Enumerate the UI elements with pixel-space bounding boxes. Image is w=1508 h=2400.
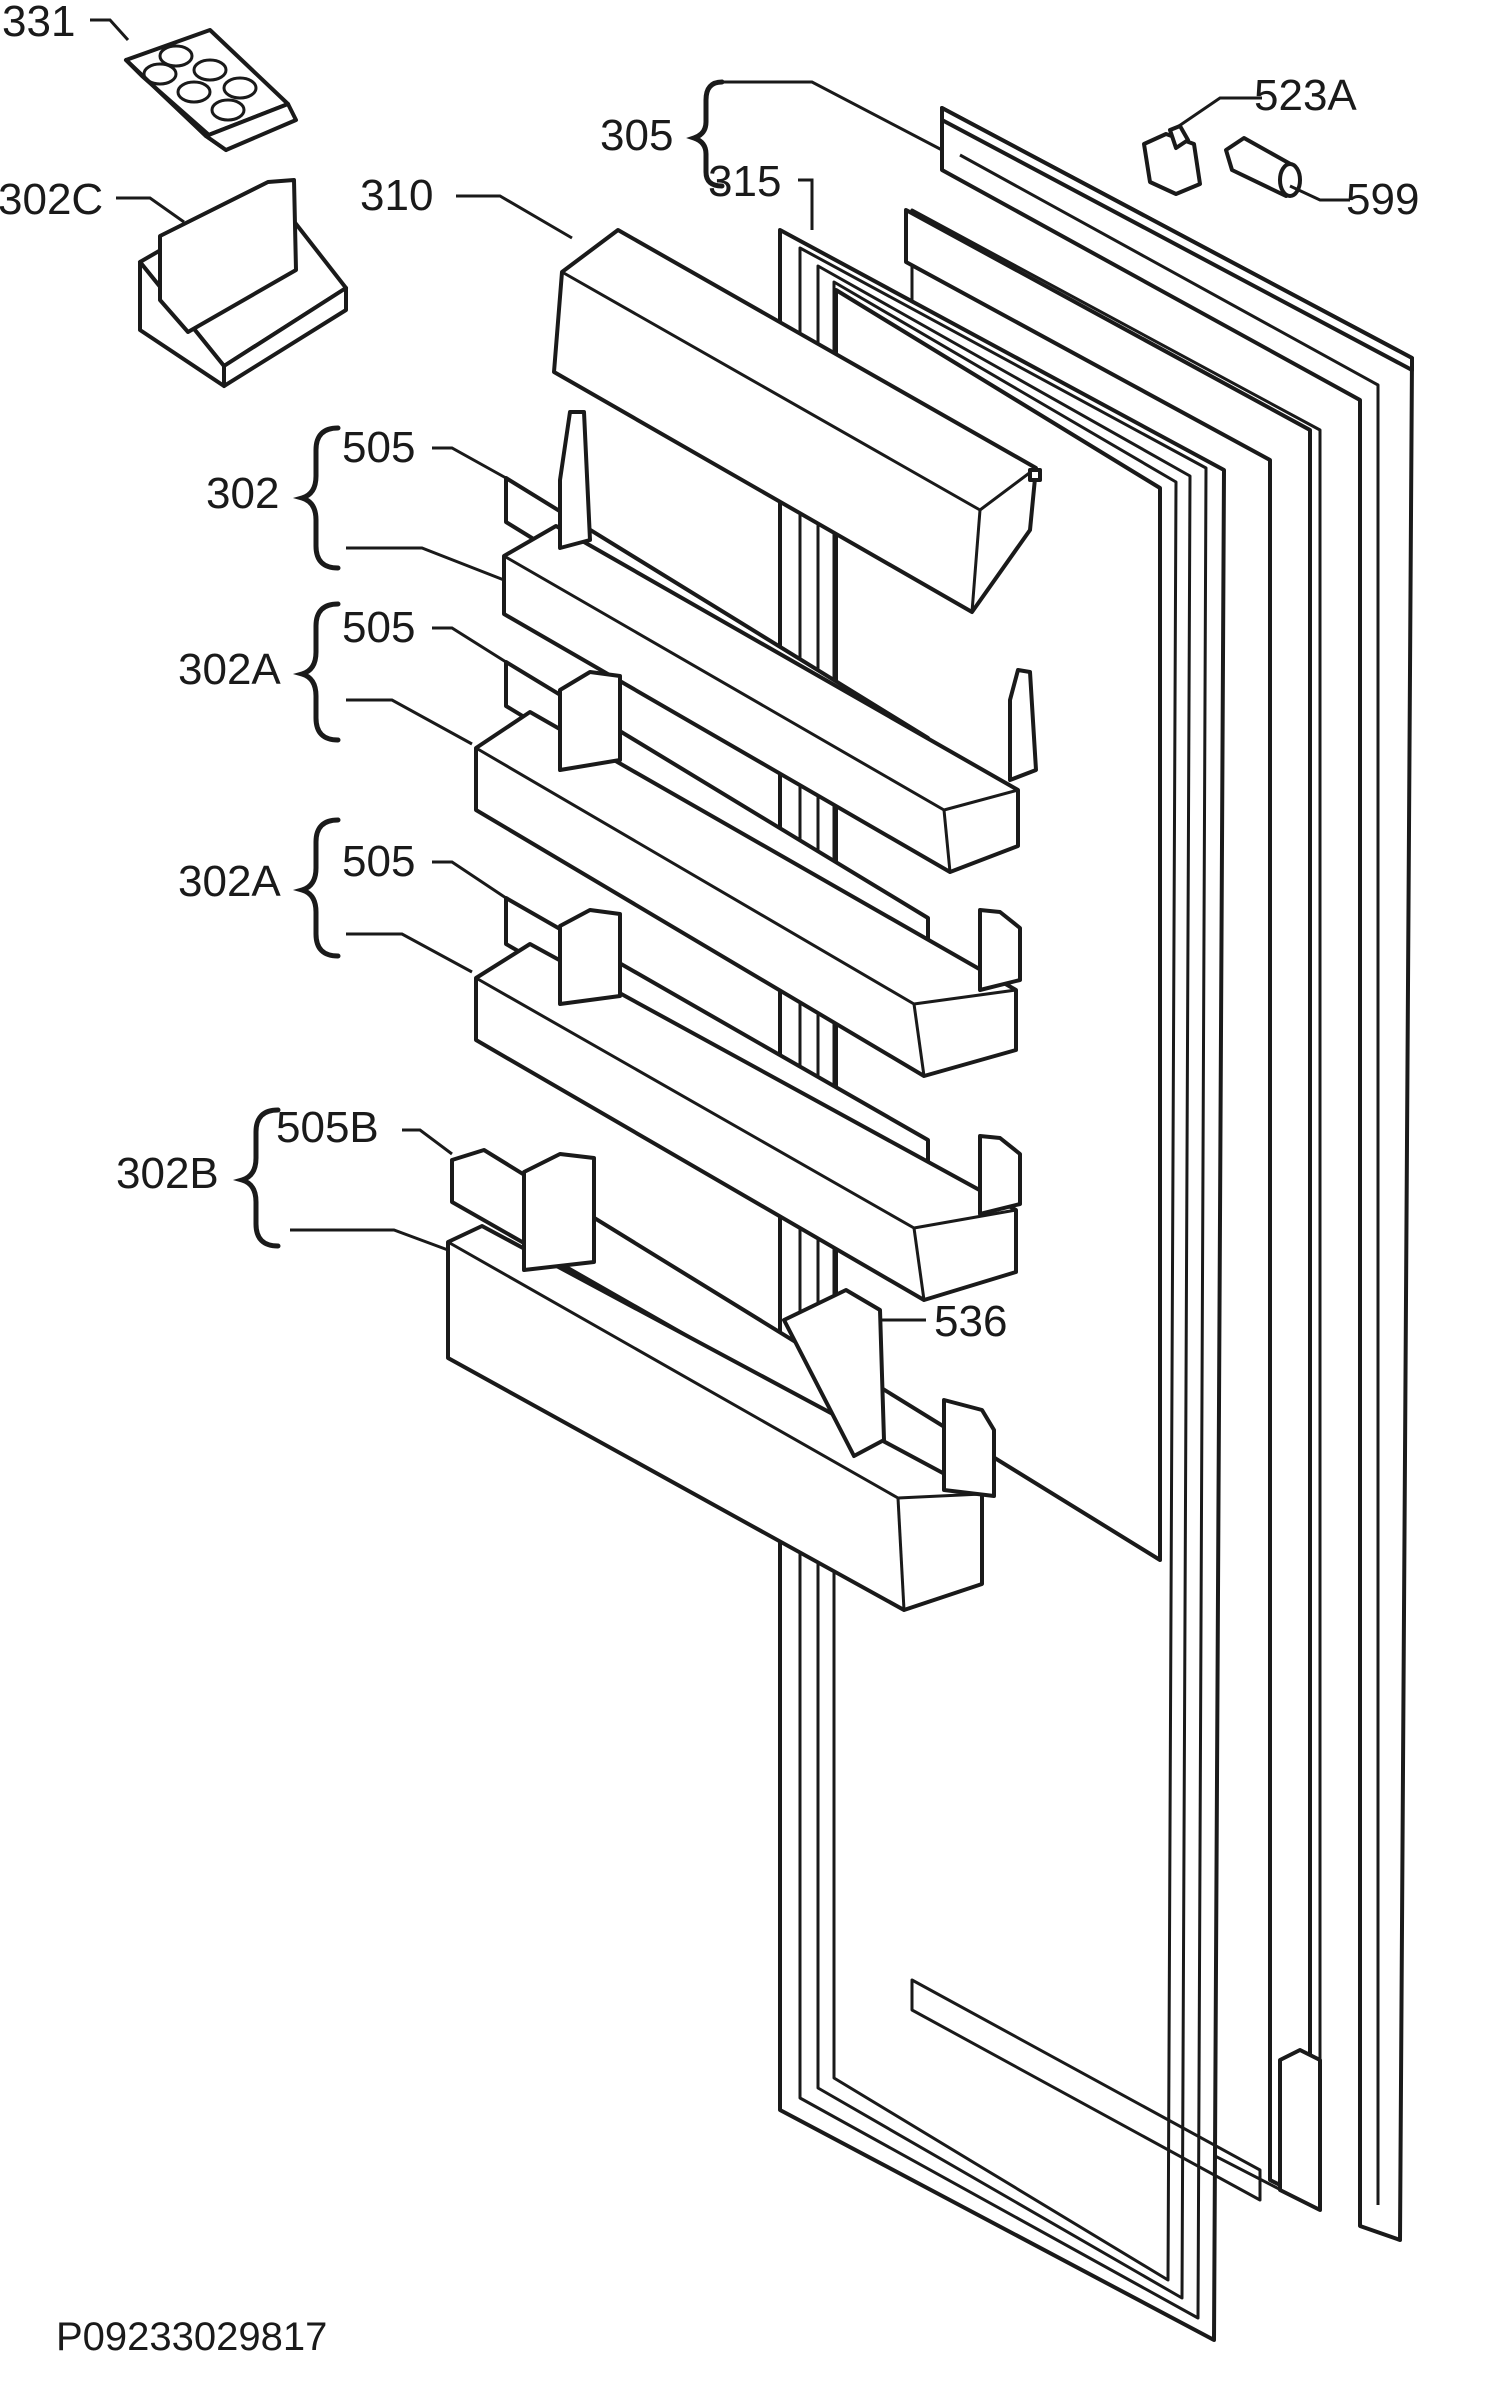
label-302b: 302B xyxy=(116,1149,219,1198)
leader-505-3 xyxy=(432,860,507,900)
label-505-3: 505 xyxy=(342,837,415,886)
label-302c: 302C xyxy=(0,175,103,224)
label-523a: 523A xyxy=(1254,71,1357,120)
inner-liner xyxy=(904,208,1322,2212)
door-shelf-302a-upper xyxy=(474,660,1022,1078)
brace-305 xyxy=(686,79,725,189)
brace-302 xyxy=(292,425,341,571)
brace-302b xyxy=(232,1107,281,1249)
brace-302a-upper xyxy=(292,601,341,743)
small-shelf-302c xyxy=(138,178,348,388)
label-302a-upper: 302A xyxy=(178,645,281,694)
egg-tray-331 xyxy=(124,28,298,152)
leader-302-bottom xyxy=(346,546,505,582)
leader-305 xyxy=(722,80,943,152)
label-505b: 505B xyxy=(276,1103,379,1152)
label-302: 302 xyxy=(206,469,279,518)
leader-302a-upper-bottom xyxy=(346,698,473,746)
hinge-pin-599 xyxy=(1224,136,1302,198)
leader-505-1 xyxy=(432,446,507,480)
leader-302a-lower-bottom xyxy=(346,932,473,974)
leader-315 xyxy=(798,178,814,230)
label-599: 599 xyxy=(1346,175,1419,224)
label-305: 305 xyxy=(600,111,673,160)
door-shelf-302 xyxy=(502,410,1038,874)
label-302a-lower: 302A xyxy=(178,857,281,906)
label-536: 536 xyxy=(934,1297,1007,1346)
diagram-reference-number: P09233029817 xyxy=(56,2315,327,2359)
leader-302b-bottom xyxy=(290,1228,449,1252)
bottle-shelf-302b xyxy=(446,1148,996,1612)
leader-302c xyxy=(116,196,185,224)
brace-302a-lower xyxy=(292,817,341,959)
leader-523a xyxy=(1175,96,1262,130)
leader-331 xyxy=(90,18,130,42)
hinge-cap-523a xyxy=(1142,124,1202,196)
door-shelf-302a-lower xyxy=(474,896,1022,1302)
dairy-lid-310 xyxy=(552,228,1042,614)
label-315: 315 xyxy=(708,157,781,206)
label-310: 310 xyxy=(360,171,433,220)
leader-599 xyxy=(1289,184,1350,202)
label-505-2: 505 xyxy=(342,603,415,652)
leader-505b xyxy=(402,1128,453,1156)
leader-505-2 xyxy=(432,626,507,664)
label-331: 331 xyxy=(2,0,75,46)
label-505-1: 505 xyxy=(342,423,415,472)
leader-310 xyxy=(456,194,573,240)
